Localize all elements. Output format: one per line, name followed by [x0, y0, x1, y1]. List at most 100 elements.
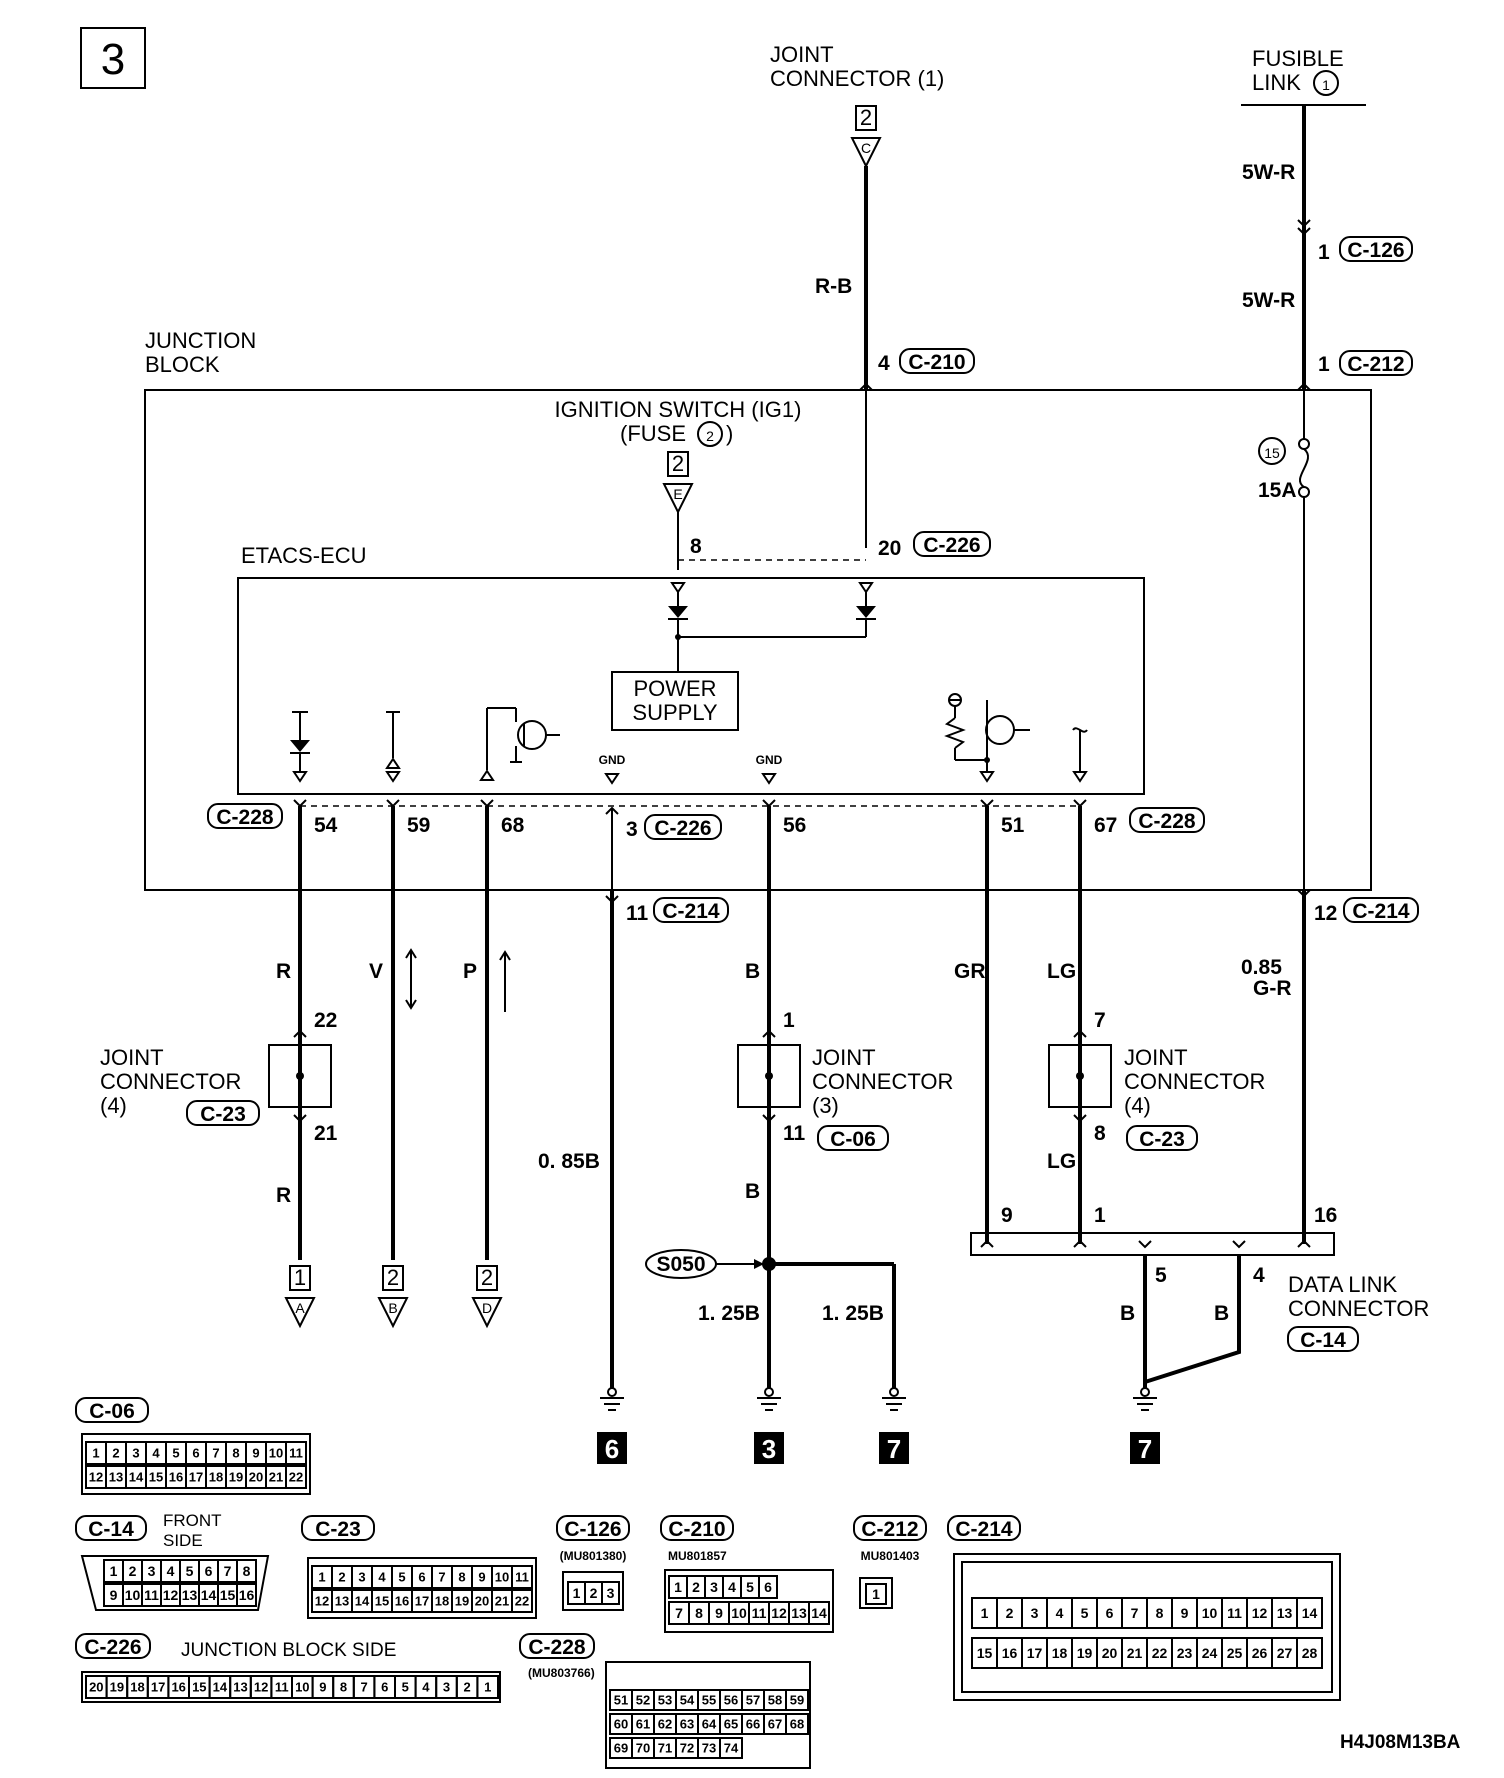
- svg-text:C-23: C-23: [315, 1518, 361, 1541]
- connector-pin-label: 12: [1252, 1605, 1268, 1621]
- connector-pin-label: 62: [658, 1717, 672, 1732]
- ignition-switch-label: IGNITION SWITCH (IG1) (FUSE 2 ): [555, 397, 801, 447]
- conn-c226-tag-bottom: C-226: [644, 814, 722, 840]
- svg-text:JOINT: JOINT: [812, 1045, 876, 1070]
- connector-pin-label: 13: [335, 1594, 349, 1609]
- pin-12: 12: [1314, 902, 1337, 925]
- connector-pin-label: 11: [515, 1570, 529, 1585]
- connector-pin-label: 20: [89, 1680, 103, 1695]
- svg-text:15: 15: [1264, 445, 1280, 461]
- connector-pin-label: 7: [1131, 1605, 1139, 1621]
- svg-text:E: E: [673, 486, 682, 502]
- connector-pin-label: 16: [239, 1587, 255, 1603]
- connector-pin-cell: [808, 1601, 830, 1625]
- ecu-title: ETACS-ECU: [241, 543, 367, 568]
- connector-pin-label: 9: [252, 1446, 259, 1461]
- connector-pin-label: 13: [109, 1470, 123, 1485]
- pin-56: 56: [783, 814, 806, 837]
- connector-pin-label: 13: [233, 1680, 247, 1695]
- arrow-up-head-p: [499, 950, 511, 961]
- conn-c14-tag: C-14: [1287, 1326, 1359, 1352]
- connector-pin-label: 63: [680, 1717, 694, 1732]
- connector-pin-label: 3: [710, 1579, 718, 1595]
- c214-chevrons: [605, 889, 1311, 904]
- connector-pin-label: 11: [1227, 1605, 1242, 1621]
- connector-pin-label: 6: [418, 1570, 425, 1585]
- connector-pin-label: 2: [338, 1570, 345, 1585]
- terminal-2d: 2 D: [471, 1265, 503, 1329]
- connector-pin-label: 10: [269, 1446, 283, 1461]
- dlc-pin-9: 9: [1001, 1204, 1013, 1227]
- pin-51: 51: [1001, 814, 1025, 837]
- ground-7a: 7: [879, 1387, 909, 1464]
- connector-pin-label: 3: [1031, 1605, 1039, 1621]
- ref-2e: 2 E: [662, 451, 694, 515]
- svg-text:JOINT: JOINT: [770, 42, 834, 67]
- connector-pin-label: 22: [289, 1470, 303, 1485]
- pin-59: 59: [407, 814, 430, 837]
- svg-text:C: C: [861, 140, 871, 156]
- connector-pin-label: 12: [89, 1470, 103, 1485]
- connector-pin-label: 8: [243, 1563, 251, 1579]
- connector-pin-label: 54: [680, 1693, 695, 1708]
- connector-pin-label: 10: [1202, 1605, 1218, 1621]
- connector-pin-label: 13: [791, 1605, 807, 1621]
- arrow-up-head: [405, 948, 417, 959]
- connector-pin-label: 10: [125, 1587, 141, 1603]
- connector-pin-label: 16: [1002, 1645, 1018, 1661]
- connector-pin-label: 1: [110, 1563, 118, 1579]
- svg-text:(MU801380): (MU801380): [560, 1549, 627, 1563]
- connector-pin-label: 14: [355, 1594, 370, 1609]
- connector-pin-label: 5: [746, 1579, 754, 1595]
- connector-pin-label: 7: [212, 1446, 219, 1461]
- fuse-15: 15 15A: [1258, 437, 1310, 502]
- connector-pin-label: 1: [981, 1605, 989, 1621]
- connector-pin-label: 9: [478, 1570, 485, 1585]
- connector-pin-label: 3: [607, 1585, 615, 1601]
- wire-label-lg-bottom: LG: [1047, 1150, 1076, 1173]
- wire-label-b-dlc5: B: [1120, 1302, 1135, 1325]
- svg-text:C-210: C-210: [668, 1518, 725, 1541]
- pin-20: 20: [878, 537, 901, 560]
- connector-pin-label: 4: [378, 1570, 386, 1585]
- svg-text:LINK: LINK: [1252, 70, 1301, 95]
- connector-pin-label: 6: [764, 1579, 772, 1595]
- connector-pin-cell: [719, 1737, 743, 1759]
- svg-text:CONNECTOR: CONNECTOR: [1124, 1069, 1265, 1094]
- connector-pin-label: 4: [152, 1446, 160, 1461]
- svg-text:(FUSE: (FUSE: [620, 421, 686, 446]
- conn-c214-tag-left: C-214: [653, 897, 729, 923]
- connector-pin-label: 15: [149, 1470, 163, 1485]
- svg-text:C-23: C-23: [200, 1103, 246, 1126]
- pin-1-c212: 1: [1318, 353, 1330, 376]
- connector-pin-label: 17: [151, 1680, 165, 1695]
- connector-pin-label: 25: [1227, 1645, 1243, 1661]
- svg-text:C-228: C-228: [1138, 810, 1196, 833]
- junction-block: [144, 389, 1372, 891]
- conn-c23-tag-left: C-23: [186, 1100, 260, 1126]
- connector-pin-label: 18: [1052, 1645, 1068, 1661]
- connector-pin-label: 5: [398, 1570, 405, 1585]
- connector-pin-label: 72: [680, 1741, 694, 1756]
- svg-text:C-06: C-06: [89, 1400, 135, 1423]
- svg-text:JOINT: JOINT: [100, 1045, 164, 1070]
- svg-text:CONNECTOR: CONNECTOR: [812, 1069, 953, 1094]
- svg-text:B: B: [388, 1300, 397, 1316]
- connector-pin-label: 21: [1127, 1645, 1143, 1661]
- svg-text:SIDE: SIDE: [163, 1531, 203, 1550]
- connector-face-c212: C-212 MU801403 1: [853, 1515, 927, 1609]
- wire-label-v: V: [369, 960, 383, 983]
- connector-pin-label: 14: [129, 1470, 144, 1485]
- connector-pin-label: 14: [213, 1680, 228, 1695]
- connector-pin-label: 7: [438, 1570, 445, 1585]
- wire-label-r-bottom: R: [276, 1184, 291, 1207]
- connector-pin-label: 16: [395, 1594, 409, 1609]
- svg-text:C-212: C-212: [1347, 353, 1404, 376]
- etacs-ecu: [237, 577, 1145, 795]
- connector-pin-cell: [285, 1465, 307, 1489]
- svg-text:3: 3: [762, 1434, 776, 1464]
- jc3-label: JOINT CONNECTOR (3): [812, 1045, 953, 1118]
- junction-block-label: JUNCTION BLOCK: [145, 328, 256, 377]
